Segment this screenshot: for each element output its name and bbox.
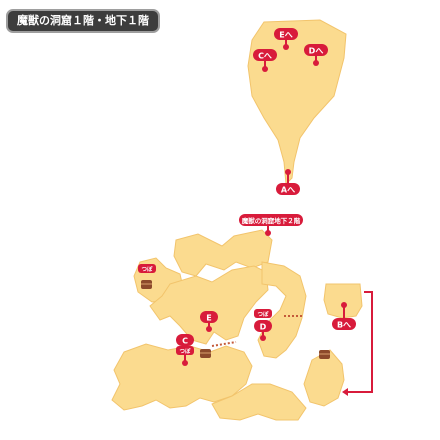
stairs-connector[interactable]: [346, 291, 373, 393]
item-tsubo-d-badge: [254, 309, 272, 318]
marker-d[interactable]: つぼ D: [254, 309, 272, 341]
item-tsubo-c-label: つぼ: [179, 347, 191, 355]
marker-d-dot: [260, 335, 266, 341]
item-tsubo-top-badge: [138, 264, 156, 273]
item-tsubo-top-label: つぼ: [141, 265, 153, 273]
marker-c-label: C: [182, 337, 188, 346]
marker-to-e[interactable]: Eへ: [274, 28, 298, 50]
item-tsubo-c-badge: [176, 346, 194, 355]
marker-c-dot: [182, 360, 188, 366]
marker-to-b[interactable]: Bへ: [332, 302, 356, 330]
marker-e-label: E: [206, 314, 211, 323]
marker-to-e-label: Eへ: [279, 31, 292, 40]
marker-to-d[interactable]: Dへ: [304, 44, 328, 66]
item-tsubo-top[interactable]: つぼ: [138, 264, 156, 273]
marker-to-b1f2-pill: [239, 214, 303, 226]
marker-c-pill: [176, 334, 194, 346]
lower-floor-bottom-left: [111, 343, 253, 411]
marker-c[interactable]: C つぼ: [176, 334, 194, 366]
lower-floor-bottom-right: [303, 349, 345, 407]
lower-floor-central: [149, 265, 269, 345]
marker-e-dot: [206, 326, 212, 332]
marker-to-b1f2[interactable]: 魔獣の洞窟地下２階: [239, 214, 303, 236]
map-title: 魔獣の洞窟１階・地下１階: [6, 9, 160, 33]
stairs-arrow-icon: [342, 388, 348, 396]
marker-to-a[interactable]: Aへ: [276, 169, 300, 195]
marker-d-label: D: [260, 323, 267, 332]
chest-icon[interactable]: [141, 280, 152, 289]
marker-to-c-pill: [253, 49, 277, 61]
lower-floor-right-arm: [257, 261, 307, 359]
marker-to-b-label: Bへ: [337, 321, 351, 330]
chest-icon[interactable]: [200, 349, 211, 358]
marker-to-b1f2-label: 魔獣の洞窟地下２階: [241, 216, 301, 225]
lower-floor-room-b: [323, 283, 363, 319]
chest-icon[interactable]: [319, 350, 330, 359]
marker-e-pill: [200, 311, 218, 323]
marker-to-b-pill: [332, 318, 356, 330]
marker-e[interactable]: E: [200, 311, 218, 332]
marker-to-c-label: Cへ: [258, 52, 272, 61]
marker-to-b1f2-dot: [265, 230, 271, 236]
upper-floor: [247, 19, 347, 186]
marker-to-c[interactable]: Cへ: [253, 49, 277, 72]
lower-floor: [111, 229, 363, 421]
marker-to-e-pill: [274, 28, 298, 40]
marker-to-c-dot: [262, 66, 268, 72]
marker-to-e-dot: [283, 44, 289, 50]
marker-to-a-label: Aへ: [281, 186, 295, 195]
marker-to-d-pill: [304, 44, 328, 56]
passage-line-c: [211, 341, 237, 347]
marker-to-d-dot: [313, 60, 319, 66]
item-tsubo-d-label: つぼ: [257, 310, 269, 318]
upper-floor-shape: [247, 19, 347, 186]
lower-floor-bottom-center: [211, 383, 307, 421]
marker-to-d-label: Dへ: [309, 47, 324, 56]
marker-to-a-pill: [276, 183, 300, 195]
marker-d-pill: [254, 320, 272, 332]
